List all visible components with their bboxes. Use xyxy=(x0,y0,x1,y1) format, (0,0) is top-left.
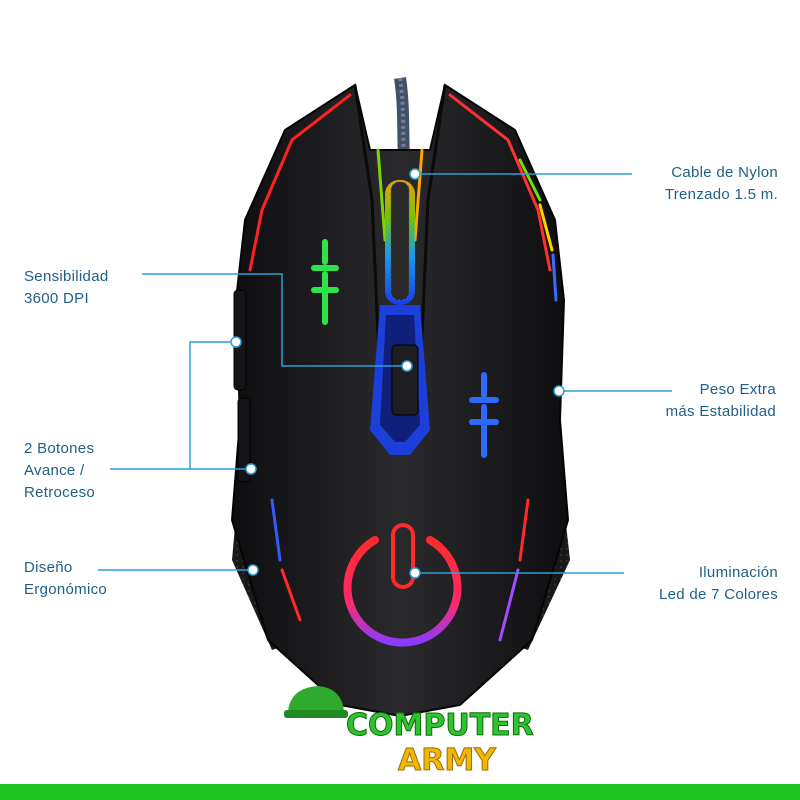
computer-army-logo: COMPUTER ARMY xyxy=(284,686,534,779)
callout-design-line1: Diseño xyxy=(24,559,73,576)
side-button-back xyxy=(237,397,251,483)
callout-buttons-line1: 2 Botones xyxy=(24,440,95,457)
callout-dpi: Sensibilidad 3600 DPI xyxy=(24,266,109,310)
callout-lighting-line1: Iluminación xyxy=(698,564,778,581)
green-led-bars xyxy=(311,239,339,325)
callout-buttons-line2: Avance / xyxy=(24,462,85,479)
svg-text:COMPUTER: COMPUTER xyxy=(346,708,534,743)
callout-side-buttons: 2 Botones Avance / Retroceso xyxy=(24,438,95,504)
callout-cable-line2: Trenzado 1.5 m. xyxy=(664,186,778,203)
callout-design-line2: Ergonómico xyxy=(24,581,108,598)
brand-footer-bar xyxy=(0,784,800,800)
callout-lines xyxy=(98,168,672,579)
dpi-button xyxy=(391,344,419,416)
callout-cable-line1: Cable de Nylon xyxy=(671,164,778,181)
callout-dpi-line2: 3600 DPI xyxy=(24,290,89,307)
callout-weight: Peso Extra más Estabilidad xyxy=(666,379,776,423)
callout-dpi-line1: Sensibilidad xyxy=(24,268,109,285)
svg-text:ARMY: ARMY xyxy=(398,743,497,778)
dpi-channel xyxy=(370,305,430,455)
callout-lighting: Iluminación Led de 7 Colores xyxy=(659,562,778,606)
scroll-wheel xyxy=(385,180,415,305)
blue-led-bars xyxy=(469,372,499,458)
callout-cable: Cable de Nylon Trenzado 1.5 m. xyxy=(665,162,778,206)
power-logo-led xyxy=(343,523,462,647)
rgb-edge-leds xyxy=(248,93,558,642)
helmet-icon xyxy=(288,686,344,712)
callout-weight-line1: Peso Extra xyxy=(699,381,776,398)
callout-buttons-line3: Retroceso xyxy=(24,484,96,501)
callout-weight-line2: más Estabilidad xyxy=(665,403,776,420)
callout-lighting-line2: Led de 7 Colores xyxy=(658,586,778,603)
callout-design: Diseño Ergonómico xyxy=(24,557,107,601)
